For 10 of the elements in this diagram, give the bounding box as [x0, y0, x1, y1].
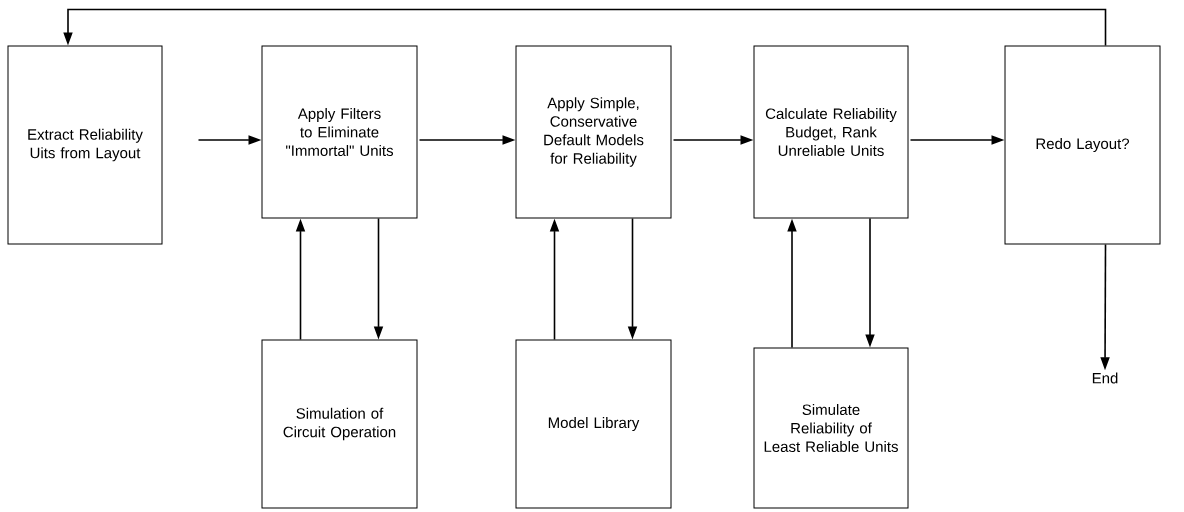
process-box: Calculate Reliability Budget, Rank Unreliable Units [753, 45, 909, 219]
end-label: End [1092, 372, 1118, 384]
process-box: Apply Simple, Conservative Default Models for Reliability [515, 45, 672, 219]
process-box: Simulation of Circuit Operation [261, 339, 418, 509]
process-box: Simulate Reliability of Least Reliable Units [753, 347, 909, 509]
arrow [63, 8, 1107, 47]
process-box: Model Library [515, 339, 672, 509]
process-box: Redo Layout? [1004, 45, 1161, 245]
process-box: Extract Reliability Uits from Layout [7, 45, 163, 245]
process-box: Apply Filters to Eliminate "Immortal" Units [261, 45, 418, 219]
